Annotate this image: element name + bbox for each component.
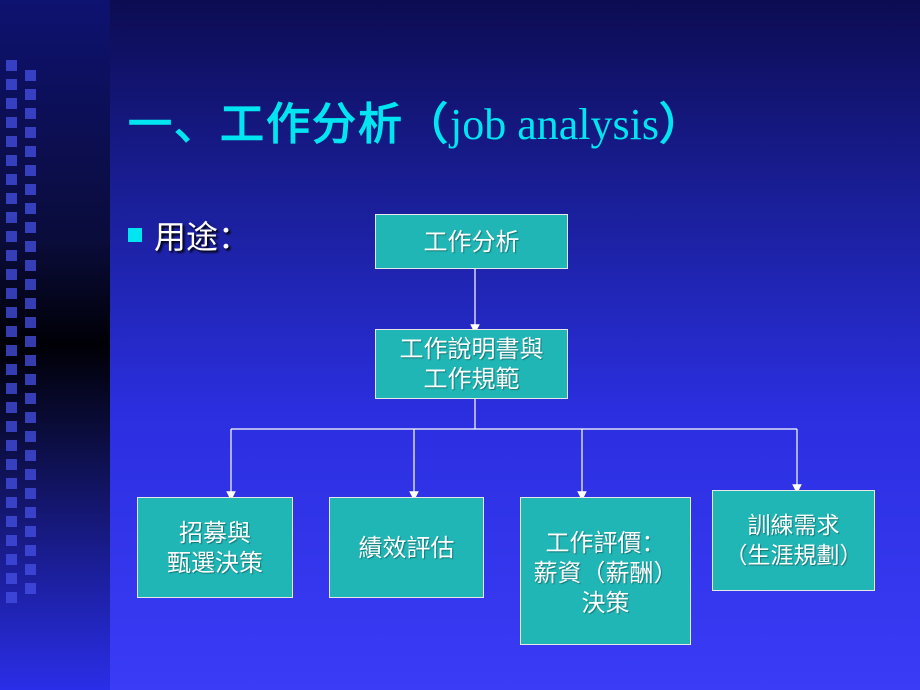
node-leaf-performance: 績效評估 bbox=[329, 497, 484, 598]
node-middle: 工作說明書與 工作規範 bbox=[375, 329, 568, 399]
title-latin: job analysis bbox=[450, 100, 659, 149]
bullet-item: 用途： bbox=[128, 212, 250, 258]
node-root: 工作分析 bbox=[375, 214, 568, 269]
decorative-squares-left bbox=[6, 60, 20, 611]
node-leaf-recruitment: 招募與 甄選決策 bbox=[137, 497, 293, 598]
title-close: ） bbox=[658, 99, 705, 150]
decorative-squares-right bbox=[25, 70, 39, 602]
title-cjk: 一、工作分析（ bbox=[128, 99, 450, 150]
slide-title: 一、工作分析（job analysis） bbox=[128, 88, 705, 152]
node-leaf-training: 訓練需求 （生涯規劃） bbox=[712, 490, 875, 591]
node-leaf-job-evaluation: 工作評價： 薪資（薪酬） 決策 bbox=[520, 497, 691, 645]
sidebar-decoration bbox=[0, 0, 110, 690]
square-bullet-icon bbox=[128, 228, 142, 242]
bullet-text: 用途： bbox=[154, 218, 251, 256]
